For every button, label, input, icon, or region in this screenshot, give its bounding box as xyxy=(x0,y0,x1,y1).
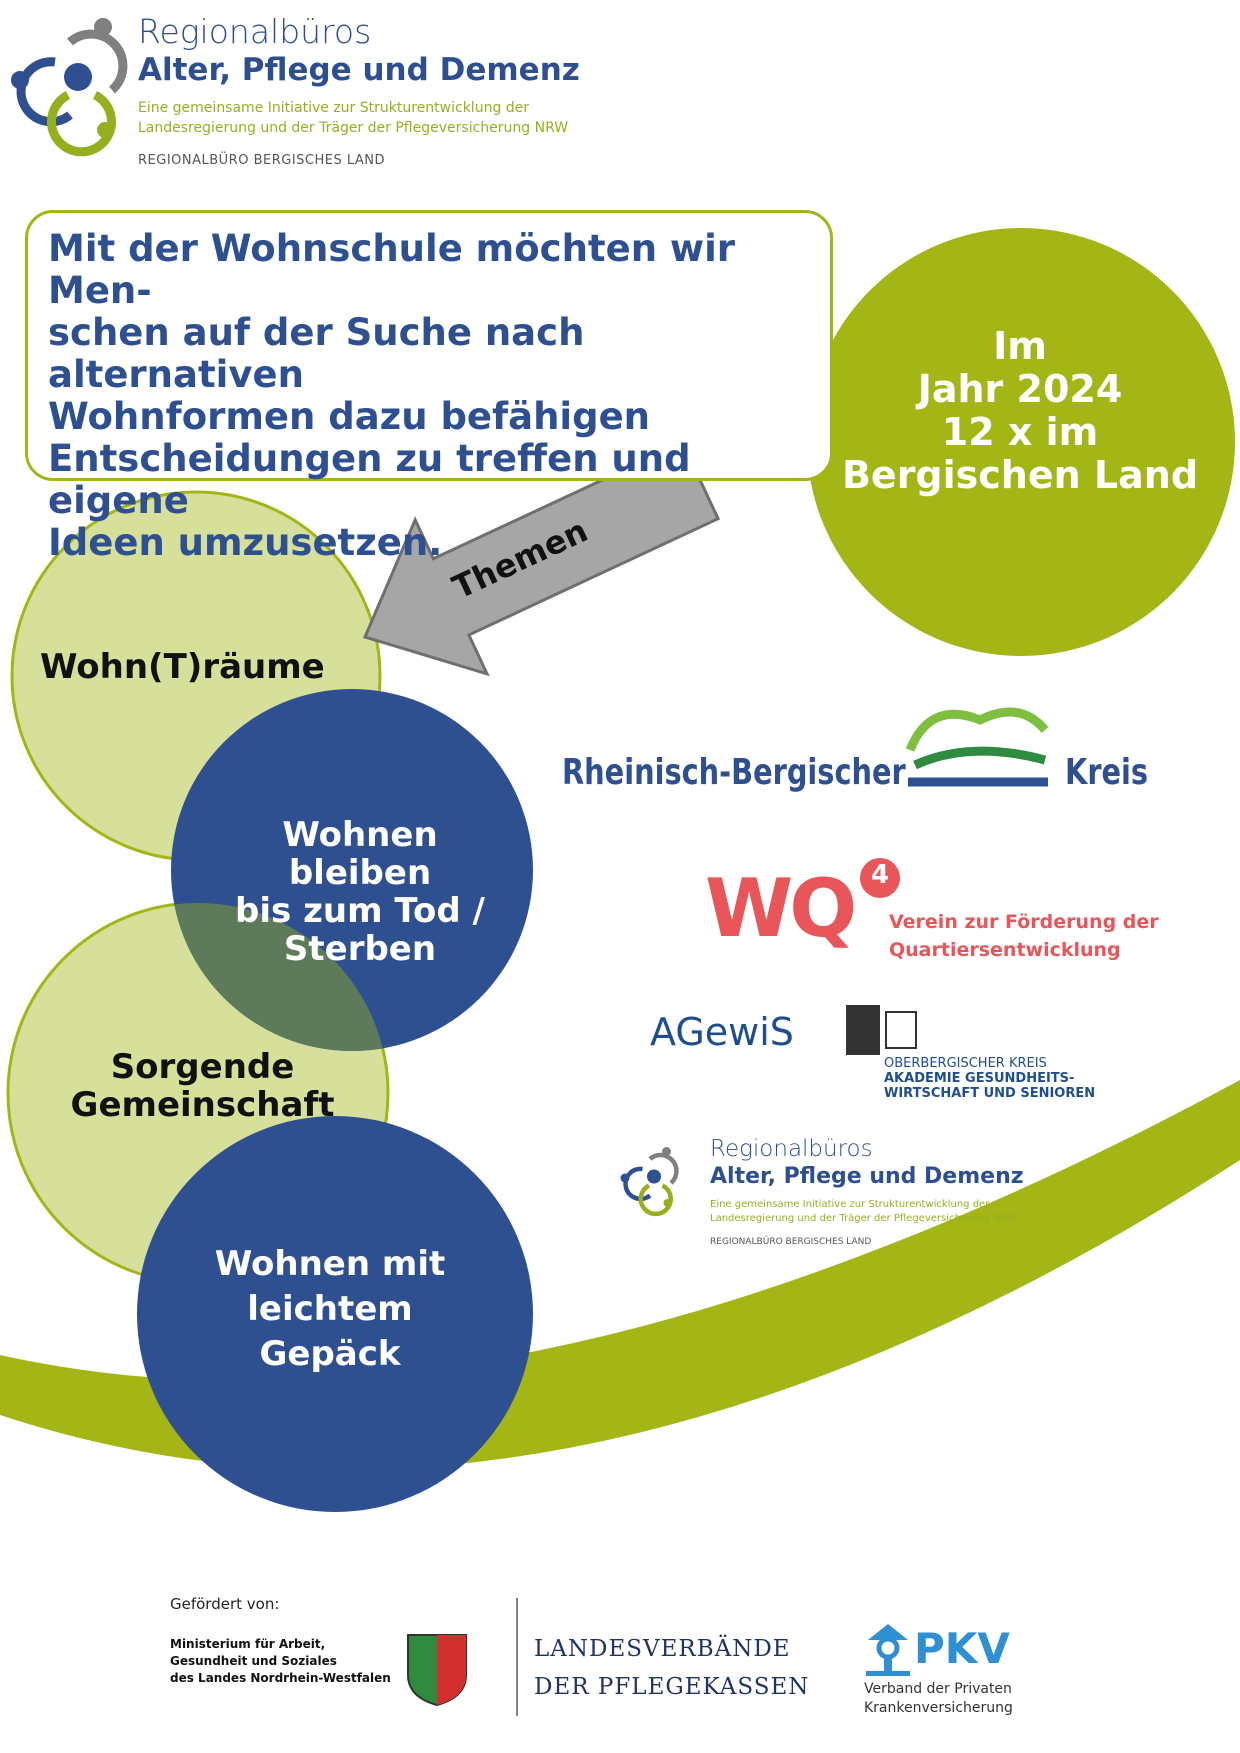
intro-box xyxy=(25,210,833,481)
year-circle-shape xyxy=(807,228,1235,656)
rbk-right: Kreis xyxy=(1065,752,1149,793)
rbk-emblem xyxy=(905,707,1049,787)
logo-office: REGIONALBÜRO BERGISCHES LAND xyxy=(138,153,386,168)
ministry-text: Ministerium für Arbeit,Gesundheit und So… xyxy=(170,1637,391,1685)
logo-subtitle: Alter, Pflege und Demenz xyxy=(138,52,580,88)
agewis-logo: AGewiS xyxy=(650,1010,794,1054)
regional-office: REGIONALBÜRO BERGISCHES LAND xyxy=(710,1237,872,1247)
rbk-left: Rheinisch-Bergischer xyxy=(562,752,906,793)
regional-title: Regionalbüros xyxy=(710,1136,873,1162)
wq-logo: WQ xyxy=(705,862,857,955)
pkv-logo: PKV xyxy=(914,1624,1010,1673)
regional-logo-icon xyxy=(11,18,128,157)
pkv-icon xyxy=(866,1624,910,1676)
green-swoosh xyxy=(0,1080,1240,1470)
funded-by: Gefördert von: xyxy=(170,1595,280,1613)
regional-initiative: Eine gemeinsame Initiative zur Strukture… xyxy=(710,1199,1018,1224)
regional-subtitle: Alter, Pflege und Demenz xyxy=(710,1164,1024,1189)
topic-1: Wohn(T)räume xyxy=(40,647,325,687)
logo-title: Regionalbüros xyxy=(138,12,372,51)
wq-sup: 4 xyxy=(870,860,890,890)
intro-text: Mit der Wohnschule möchten wir Men-schen… xyxy=(48,227,736,564)
logo-initiative: Eine gemeinsame Initiative zur Strukture… xyxy=(138,100,569,136)
